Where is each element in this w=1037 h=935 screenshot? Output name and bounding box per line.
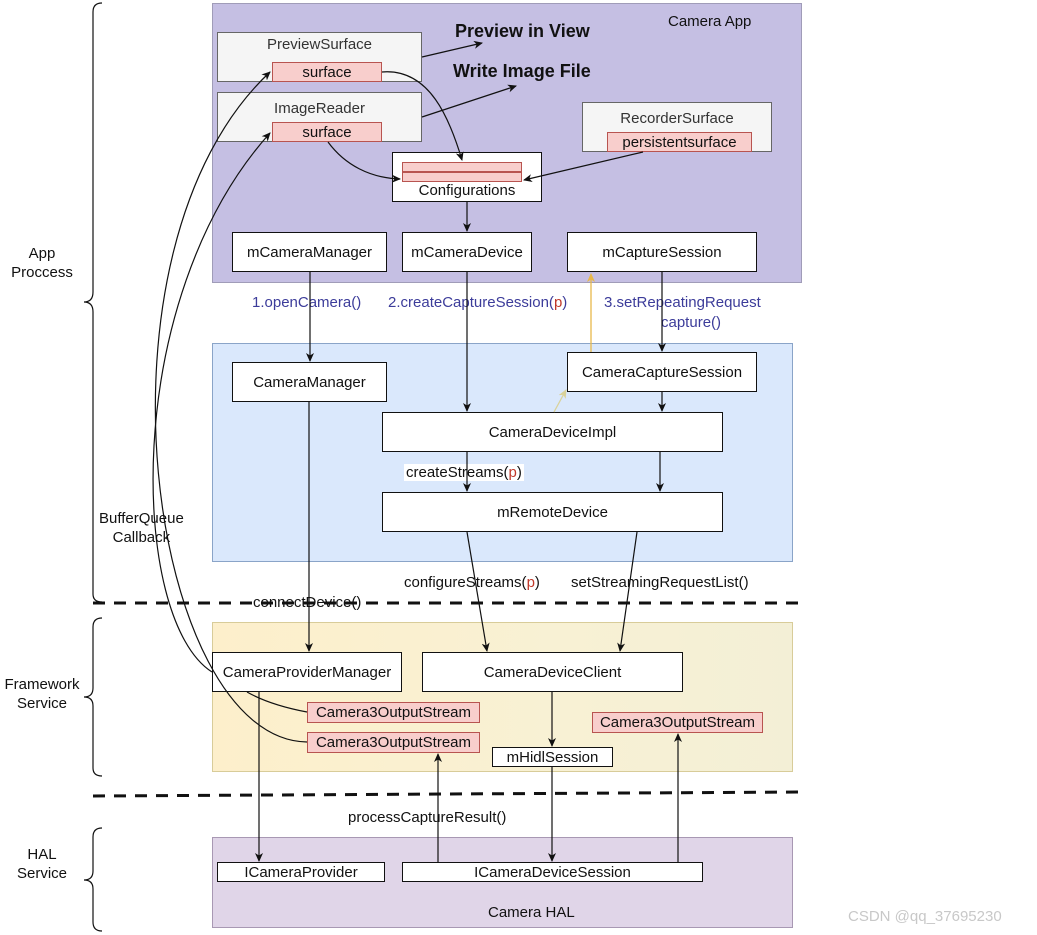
image-surface-to-config <box>327 141 401 183</box>
buffer-callback-curve-1 <box>152 132 271 673</box>
recorder-to-config <box>523 151 644 183</box>
image-reader-surface[interactable]: surface <box>272 122 382 142</box>
provider-to-stream-1 <box>246 691 308 713</box>
layer-label-framework: Framework Service <box>4 676 80 712</box>
configure-streams-line <box>466 531 490 652</box>
preview-in-view-label: Preview in View <box>455 21 590 41</box>
watermark: CSDN @qq_37695230 <box>848 908 1002 925</box>
paren-close: ) <box>534 574 540 591</box>
image-reader-to-file-arrow <box>421 84 517 118</box>
create-capture-session-text: 2.createCaptureSession( <box>388 294 554 311</box>
m-camera-manager-box[interactable]: mCameraManager <box>232 232 387 272</box>
m-hidl-session-box[interactable]: mHidlSession <box>492 747 613 767</box>
preview-surface-to-config <box>381 71 464 161</box>
configuration-slot-1 <box>402 162 522 172</box>
layer-label-hal: HAL Service <box>16 846 68 882</box>
set-repeating-request-call: 3.setRepeatingRequest <box>604 294 761 311</box>
set-streaming-request-list-call: setStreamingRequestList() <box>571 574 749 591</box>
camera3-output-stream-1[interactable]: Camera3OutputStream <box>307 702 480 723</box>
paren-close: ) <box>562 294 568 311</box>
layer-label-app: App Proccess <box>11 245 73 281</box>
process-capture-result-call: processCaptureResult() <box>348 809 507 826</box>
param-p: p <box>553 294 563 311</box>
open-camera-call: 1.openCamera() <box>252 294 362 311</box>
camera-app-label: Camera App <box>668 13 752 30</box>
preview-to-view-arrow <box>421 40 483 58</box>
preview-surface-title: PreviewSurface <box>266 36 373 53</box>
cdi-to-ccs-callback <box>553 389 567 413</box>
configure-streams-text: configureStreams( <box>404 574 527 591</box>
brace-framework <box>83 617 103 777</box>
param-p: p <box>526 574 535 591</box>
recorder-surface-title: RecorderSurface <box>620 110 734 127</box>
buffer-queue-text: BufferQueue <box>99 510 184 527</box>
camera-provider-manager-box[interactable]: CameraProviderManager <box>212 652 402 692</box>
m-capture-session-box[interactable]: mCaptureSession <box>567 232 757 272</box>
m-remote-device-box[interactable]: mRemoteDevice <box>382 492 723 532</box>
camera-capture-session-box[interactable]: CameraCaptureSession <box>567 352 757 392</box>
m-camera-device-box[interactable]: mCameraDevice <box>402 232 532 272</box>
image-reader-title: ImageReader <box>274 100 365 117</box>
configuration-slot-2 <box>402 172 522 182</box>
create-streams-text: createStreams( <box>406 464 509 481</box>
separator-framework-hal <box>92 790 806 798</box>
preview-surface-surface[interactable]: surface <box>272 62 382 82</box>
capture-call: capture() <box>661 314 722 331</box>
write-image-file-label: Write Image File <box>453 61 591 81</box>
camera-manager-box[interactable]: CameraManager <box>232 362 387 402</box>
brace-app <box>83 2 103 603</box>
create-capture-session-call: 2.createCaptureSession(p) <box>388 294 567 311</box>
i-camera-provider-box[interactable]: ICameraProvider <box>217 862 385 882</box>
brace-hal <box>83 827 103 932</box>
i-camera-device-session-box[interactable]: ICameraDeviceSession <box>402 862 703 882</box>
recorder-persistent-surface[interactable]: persistentsurface <box>607 132 752 152</box>
set-streaming-line <box>617 531 638 652</box>
buffer-callback-curve-2 <box>154 71 308 743</box>
camera-hal-region <box>212 837 793 928</box>
configurations-label: Configurations <box>418 182 516 199</box>
param-p: p <box>508 464 517 481</box>
camera-hal-label: Camera HAL <box>488 904 575 921</box>
camera3-output-stream-3[interactable]: Camera3OutputStream <box>592 712 763 733</box>
camera-device-impl-box[interactable]: CameraDeviceImpl <box>382 412 723 452</box>
create-streams-call: createStreams(p) <box>404 464 524 481</box>
camera3-output-stream-2[interactable]: Camera3OutputStream <box>307 732 480 753</box>
configure-streams-call: configureStreams(p) <box>404 574 540 591</box>
paren-close: ) <box>516 464 522 481</box>
camera-device-client-box[interactable]: CameraDeviceClient <box>422 652 683 692</box>
